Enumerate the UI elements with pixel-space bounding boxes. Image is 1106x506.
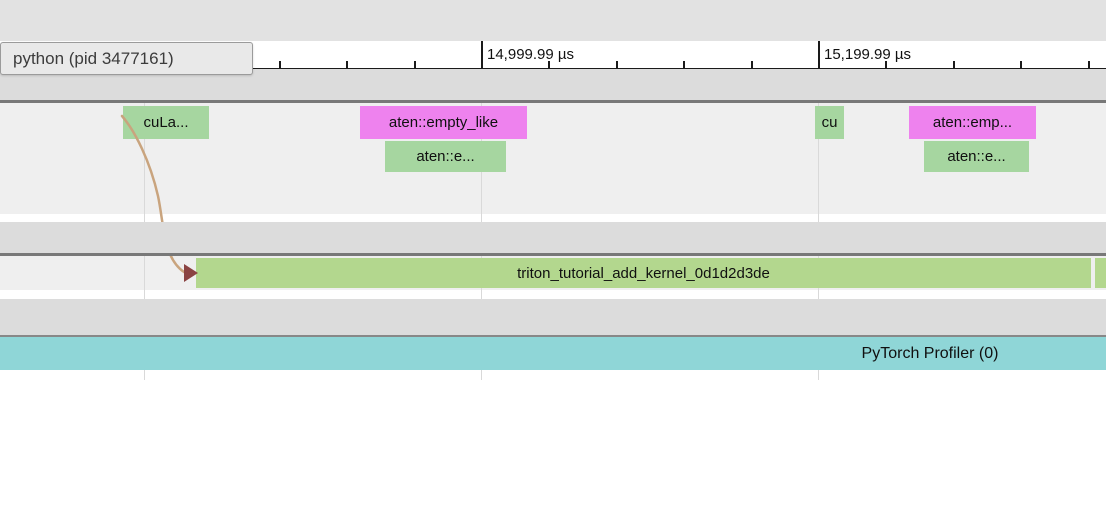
ruler-minor-tick bbox=[1088, 61, 1090, 68]
ruler-minor-tick bbox=[279, 61, 281, 68]
ruler-minor-tick bbox=[548, 61, 550, 68]
trace-event-slice[interactable]: aten::e... bbox=[385, 141, 506, 172]
ruler-major-label: 14,999.99 µs bbox=[487, 46, 575, 63]
bottom-empty-area bbox=[0, 370, 1106, 506]
ruler-major-label: 15,199.99 µs bbox=[824, 46, 912, 63]
ruler-major-tick bbox=[481, 41, 483, 68]
gridline bbox=[144, 370, 145, 380]
trace-event-slice[interactable]: cuLa... bbox=[123, 106, 209, 139]
track-group-separator-3 bbox=[0, 299, 1106, 337]
gridline bbox=[818, 370, 819, 380]
profiler-row-label: PyTorch Profiler (0) bbox=[861, 344, 999, 362]
ruler-minor-tick bbox=[346, 61, 348, 68]
gridline bbox=[818, 103, 819, 222]
ruler-minor-tick bbox=[1020, 61, 1022, 68]
gridline bbox=[481, 370, 482, 380]
ruler-minor-tick bbox=[683, 61, 685, 68]
trace-event-slice[interactable]: aten::e... bbox=[924, 141, 1029, 172]
ruler-major-tick bbox=[818, 41, 820, 68]
kernel-slice-remainder[interactable] bbox=[1095, 258, 1106, 288]
ruler-minor-tick bbox=[616, 61, 618, 68]
ruler-minor-tick bbox=[414, 61, 416, 68]
process-label-text: python (pid 3477161) bbox=[13, 48, 174, 68]
ruler-minor-tick bbox=[885, 61, 887, 68]
kernel-slice[interactable]: triton_tutorial_add_kernel_0d1d2d3de bbox=[196, 258, 1091, 288]
trace-event-slice[interactable]: cu bbox=[815, 106, 844, 139]
trace-event-slice[interactable]: aten::emp... bbox=[909, 106, 1036, 139]
ruler-minor-tick bbox=[751, 61, 753, 68]
track-group-separator-2 bbox=[0, 222, 1106, 256]
ruler-minor-tick bbox=[953, 61, 955, 68]
gridline bbox=[144, 256, 145, 299]
profiler-row-slice[interactable]: PyTorch Profiler (0) bbox=[0, 337, 1106, 370]
process-label-tooltip: python (pid 3477161) bbox=[0, 42, 253, 75]
top-toolbar-area bbox=[0, 0, 1106, 41]
trace-event-slice[interactable]: aten::empty_like bbox=[360, 106, 527, 139]
